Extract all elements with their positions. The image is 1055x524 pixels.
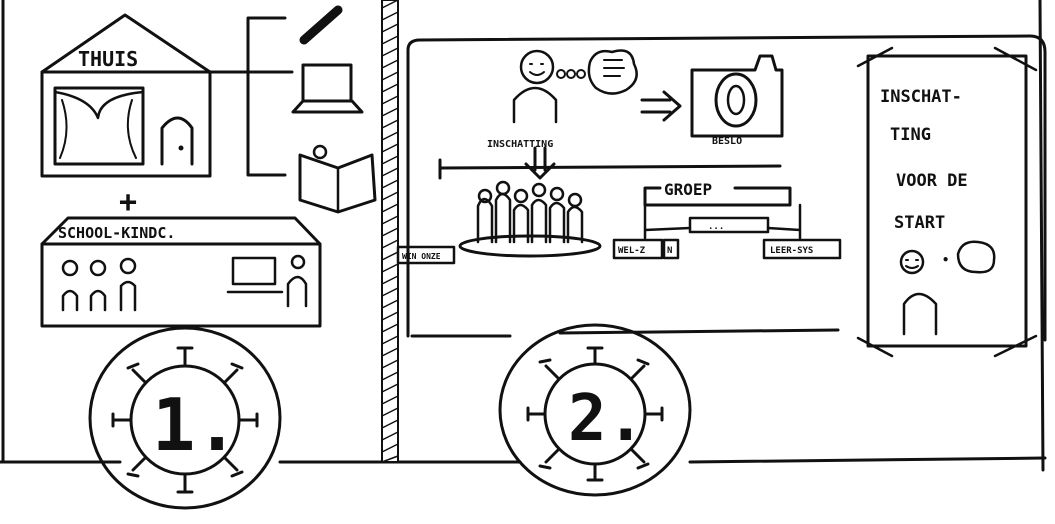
pen-icon [304,10,338,40]
note-dot: • [942,253,949,267]
virus-badge-2: 2. [500,325,690,495]
learning-system-label: LEER-SYS [770,246,813,256]
assessor-figure [514,51,637,123]
arrow-right-icon [642,92,680,120]
note-card: INSCHAT- TING VOOR DE START • [858,48,1036,356]
group-figures [460,182,600,256]
group-diagram: GROEP ... WEL-Z N LEER-SYS [614,180,840,258]
plus-sign: + [119,185,137,220]
decision-camera-icon [692,56,782,136]
house-illustration: THUIS [42,15,210,176]
assessment-label: INSCHATTING [487,139,553,150]
wellbeing-box-label: N [667,246,672,256]
house-label: THUIS [78,47,138,71]
devices-bracket [210,18,292,175]
center-box-label: ... [708,222,724,232]
group-label: GROEP [664,180,712,199]
note-line-3: VOOR DE [896,171,968,191]
note-line-4: START [894,213,945,233]
children-icon [63,259,135,310]
laptop-icon [293,65,362,112]
caption-label: WIN ONZE [402,252,441,261]
virus-badge-1: 1. [90,328,280,508]
timeline-line [440,160,780,178]
arrow-down-icon [526,148,554,178]
wellbeing-label: WEL-Z [618,246,646,256]
step-number-1: 1. [152,383,239,467]
school-label: SCHOOL-KINDC. [58,224,175,242]
book-icon [300,146,375,212]
note-line-1: INSCHAT- [880,87,962,107]
decision-label: BESLO [712,136,742,147]
teacher-at-laptop-icon [228,256,306,306]
school-illustration: SCHOOL-KINDC. [42,218,320,326]
note-line-2: TING [890,125,931,145]
step-number-2: 2. [568,382,645,456]
